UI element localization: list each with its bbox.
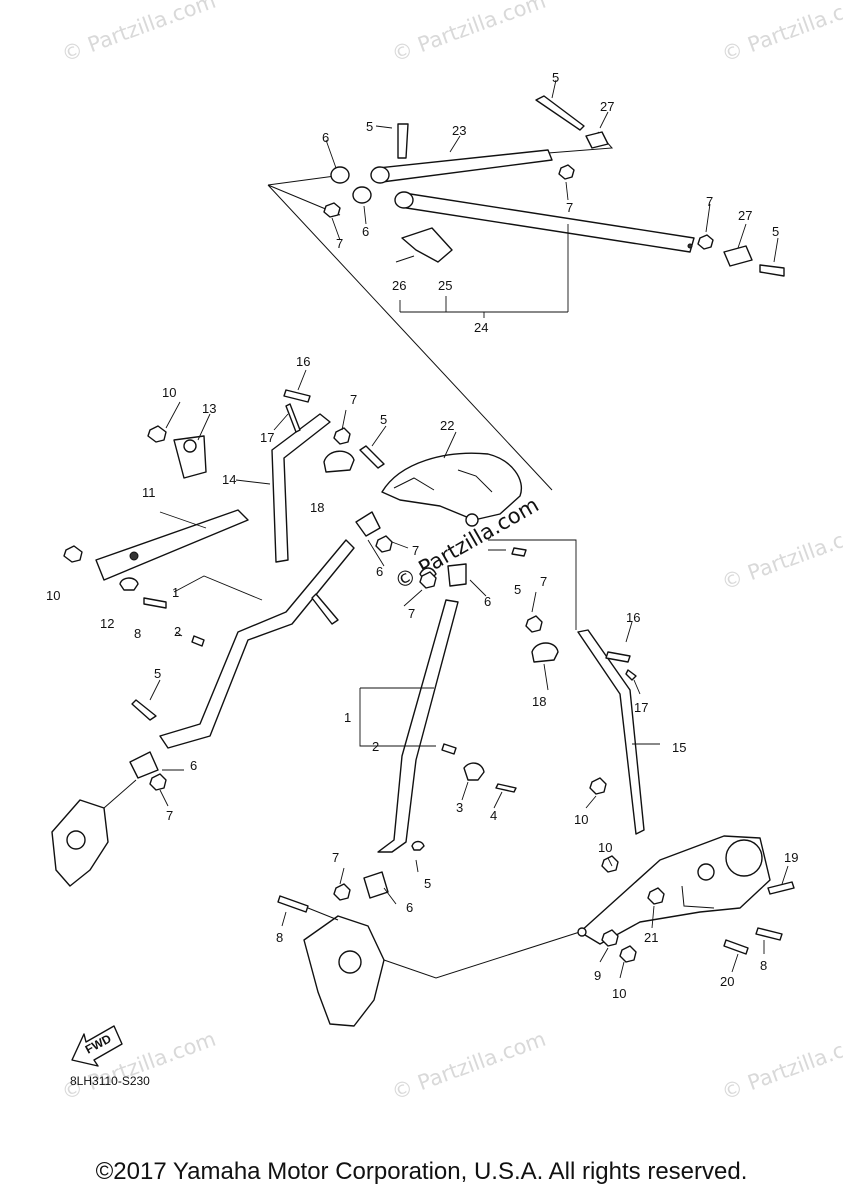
callout-number: 19: [784, 850, 798, 865]
collar-6: [129, 751, 159, 779]
bracket-25: [401, 227, 453, 263]
callout-number: 24: [474, 320, 488, 335]
callout-number: 5: [424, 876, 431, 891]
callout-number: 17: [260, 430, 274, 445]
callout-number: 16: [296, 354, 310, 369]
callout-number: 6: [190, 758, 197, 773]
callout-number: 7: [332, 850, 339, 865]
callout-number: 23: [452, 123, 466, 138]
callout-number: 7: [566, 200, 573, 215]
callout-number: 18: [532, 694, 546, 709]
collar-6: [330, 166, 350, 184]
callout-number: 17: [634, 700, 648, 715]
watermark-text: © Partzilla.com: [59, 0, 219, 67]
upper-tube-assembly: [267, 95, 785, 491]
callout-labels: 5 27 5 23 6 7 7 27 5 6 7 26 25 24 16 10 …: [46, 70, 798, 1001]
bracket-11: [95, 509, 249, 581]
stay-1-left: [159, 539, 355, 749]
callout-number: 7: [336, 236, 343, 251]
left-stay-assembly: [51, 511, 393, 887]
callout-number: 5: [772, 224, 779, 239]
collar-6: [352, 186, 372, 204]
collar-6: [355, 511, 381, 537]
diagram-code: 8LH3110-S230: [70, 1074, 150, 1088]
watermark-text: © Partzilla.com: [719, 1027, 843, 1105]
collar-6: [363, 871, 389, 899]
callout-number: 26: [392, 278, 406, 293]
callout-number: 5: [380, 412, 387, 427]
callout-number: 7: [408, 606, 415, 621]
callout-number: 10: [162, 385, 176, 400]
stay-15: [577, 629, 645, 835]
callout-number: 12: [100, 616, 114, 631]
callout-number: 9: [594, 968, 601, 983]
callout-number: 10: [574, 812, 588, 827]
fwd-arrow: FWD: [71, 1025, 123, 1067]
stay-14: [271, 413, 331, 563]
callout-number: 2: [372, 739, 379, 754]
callout-number: 25: [438, 278, 452, 293]
callout-number: 6: [484, 594, 491, 609]
callout-number: 8: [760, 958, 767, 973]
callout-number: 6: [406, 900, 413, 915]
right-assembly: [525, 615, 795, 963]
callout-number: 22: [440, 418, 454, 433]
leader-lines: [149, 79, 789, 979]
callout-number: 13: [202, 401, 216, 416]
callout-number: 7: [166, 808, 173, 823]
callout-number: 8: [276, 930, 283, 945]
callout-number: 4: [490, 808, 497, 823]
callout-number: 5: [366, 119, 373, 134]
copyright-notice: ©2017 Yamaha Motor Corporation, U.S.A. A…: [95, 1158, 748, 1185]
callout-number: 5: [514, 582, 521, 597]
clamp-3: [463, 762, 485, 781]
callout-number: 27: [600, 99, 614, 114]
bracket-13: [173, 435, 207, 479]
left-bracket-assembly: [63, 389, 355, 609]
callout-number: 3: [456, 800, 463, 815]
callout-number: 10: [598, 840, 612, 855]
callout-number: 20: [720, 974, 734, 989]
watermark-text: © Partzilla.com: [719, 517, 843, 595]
callout-number: 16: [626, 610, 640, 625]
watermark-text: © Partzilla.com: [719, 0, 843, 67]
center-assembly: [277, 445, 587, 1027]
callout-number: 6: [362, 224, 369, 239]
callout-number: 15: [672, 740, 686, 755]
bracket-22: [381, 452, 522, 521]
callout-number: 1: [172, 585, 179, 600]
callout-number: 2: [174, 624, 181, 639]
callout-number: 7: [350, 392, 357, 407]
callout-number: 7: [540, 574, 547, 589]
callout-number: 10: [46, 588, 60, 603]
callout-number: 11: [142, 485, 156, 500]
callout-number: 21: [644, 930, 658, 945]
callout-number: 14: [222, 472, 236, 487]
watermark-text: © Partzilla.com: [389, 1027, 549, 1105]
watermark-text: © Partzilla.com: [389, 0, 549, 67]
callout-number: 6: [322, 130, 329, 145]
callout-number: 10: [612, 986, 626, 1001]
callout-number: 1: [344, 710, 351, 725]
callout-number: 7: [412, 543, 419, 558]
callout-number: 5: [154, 666, 161, 681]
callout-number: 5: [552, 70, 559, 85]
callout-number: 27: [738, 208, 752, 223]
callout-number: 8: [134, 626, 141, 641]
callout-number: 18: [310, 500, 324, 515]
clamp-18: [323, 450, 355, 473]
collar-6: [447, 563, 467, 587]
mount-bracket-right: [579, 835, 771, 945]
callout-number: 7: [706, 194, 713, 209]
stay-1-center: [377, 599, 459, 853]
callout-number: 6: [376, 564, 383, 579]
clamp-18: [531, 642, 559, 663]
